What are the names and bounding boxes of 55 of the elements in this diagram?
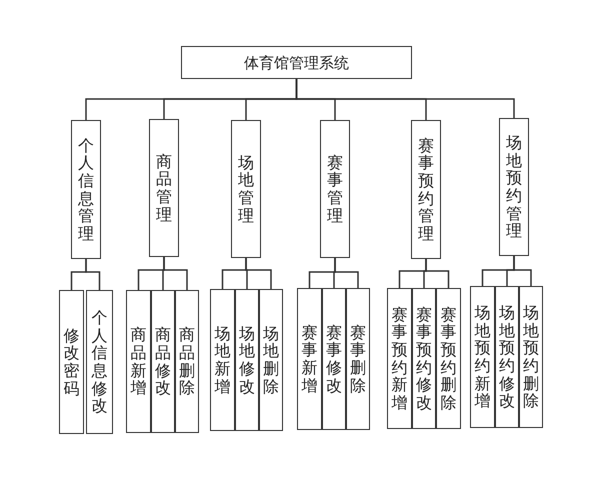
- box-label: 赛事预约管理: [418, 136, 434, 242]
- function-box: [259, 289, 283, 431]
- box-label: 商品新增: [130, 326, 146, 397]
- box-label: 商品管理: [156, 152, 172, 224]
- function-box: [519, 286, 543, 428]
- box-label: 场地新增: [214, 324, 230, 396]
- function-box: [495, 286, 519, 428]
- function-box: [59, 290, 84, 434]
- box-label: 赛事预约新增: [392, 306, 408, 412]
- box-label: 场地管理: [238, 154, 254, 224]
- function-box: [387, 288, 412, 429]
- box-label: 赛事新增: [302, 324, 318, 394]
- box-label: 商品删除: [179, 326, 195, 397]
- box-label: 场地修改: [239, 324, 255, 396]
- connector-line: [296, 79, 515, 118]
- connector-line: [245, 258, 272, 289]
- function-box: [175, 290, 199, 433]
- module-box: [71, 120, 101, 259]
- box-label: 场地预约删除: [523, 304, 539, 410]
- box-label: 赛事预约删除: [440, 306, 456, 412]
- function-box: [346, 288, 370, 430]
- function-box: [235, 289, 259, 431]
- box-label: 赛事删除: [350, 324, 366, 394]
- connector-line: [425, 259, 450, 288]
- box-label: 商品修改: [155, 326, 171, 397]
- module-box: [231, 120, 261, 258]
- connector-line: [513, 256, 532, 286]
- function-box: [470, 286, 495, 428]
- function-box: [412, 288, 436, 429]
- connector-line: [85, 259, 100, 290]
- module-box: [499, 118, 529, 256]
- connector-line: [334, 258, 359, 288]
- module-box: [411, 120, 441, 259]
- function-box: [126, 290, 151, 433]
- box-label: 场地预约修改: [499, 304, 515, 410]
- box-label: 个人信息修改: [92, 309, 108, 415]
- function-box: [86, 290, 113, 434]
- box-label: 个人信息管理: [78, 136, 94, 242]
- system-title-box: [181, 46, 412, 79]
- box-label: 场地预约新增: [474, 304, 490, 410]
- function-box: [297, 288, 322, 430]
- box-label: 场地删除: [263, 324, 279, 396]
- function-box: [322, 288, 346, 430]
- function-box: [436, 288, 461, 429]
- box-label: 场地预约管理: [506, 134, 522, 240]
- function-box: [210, 289, 235, 431]
- connector-line: [163, 257, 188, 290]
- module-box: [149, 119, 179, 257]
- title-label: 体育馆管理系统: [244, 54, 349, 72]
- box-label: 赛事预约修改: [416, 306, 432, 412]
- function-box: [151, 290, 175, 433]
- box-label: 赛事修改: [326, 324, 342, 394]
- module-box: [320, 120, 350, 258]
- box-label: 赛事管理: [327, 154, 343, 224]
- box-label: 修改密码: [64, 326, 80, 398]
